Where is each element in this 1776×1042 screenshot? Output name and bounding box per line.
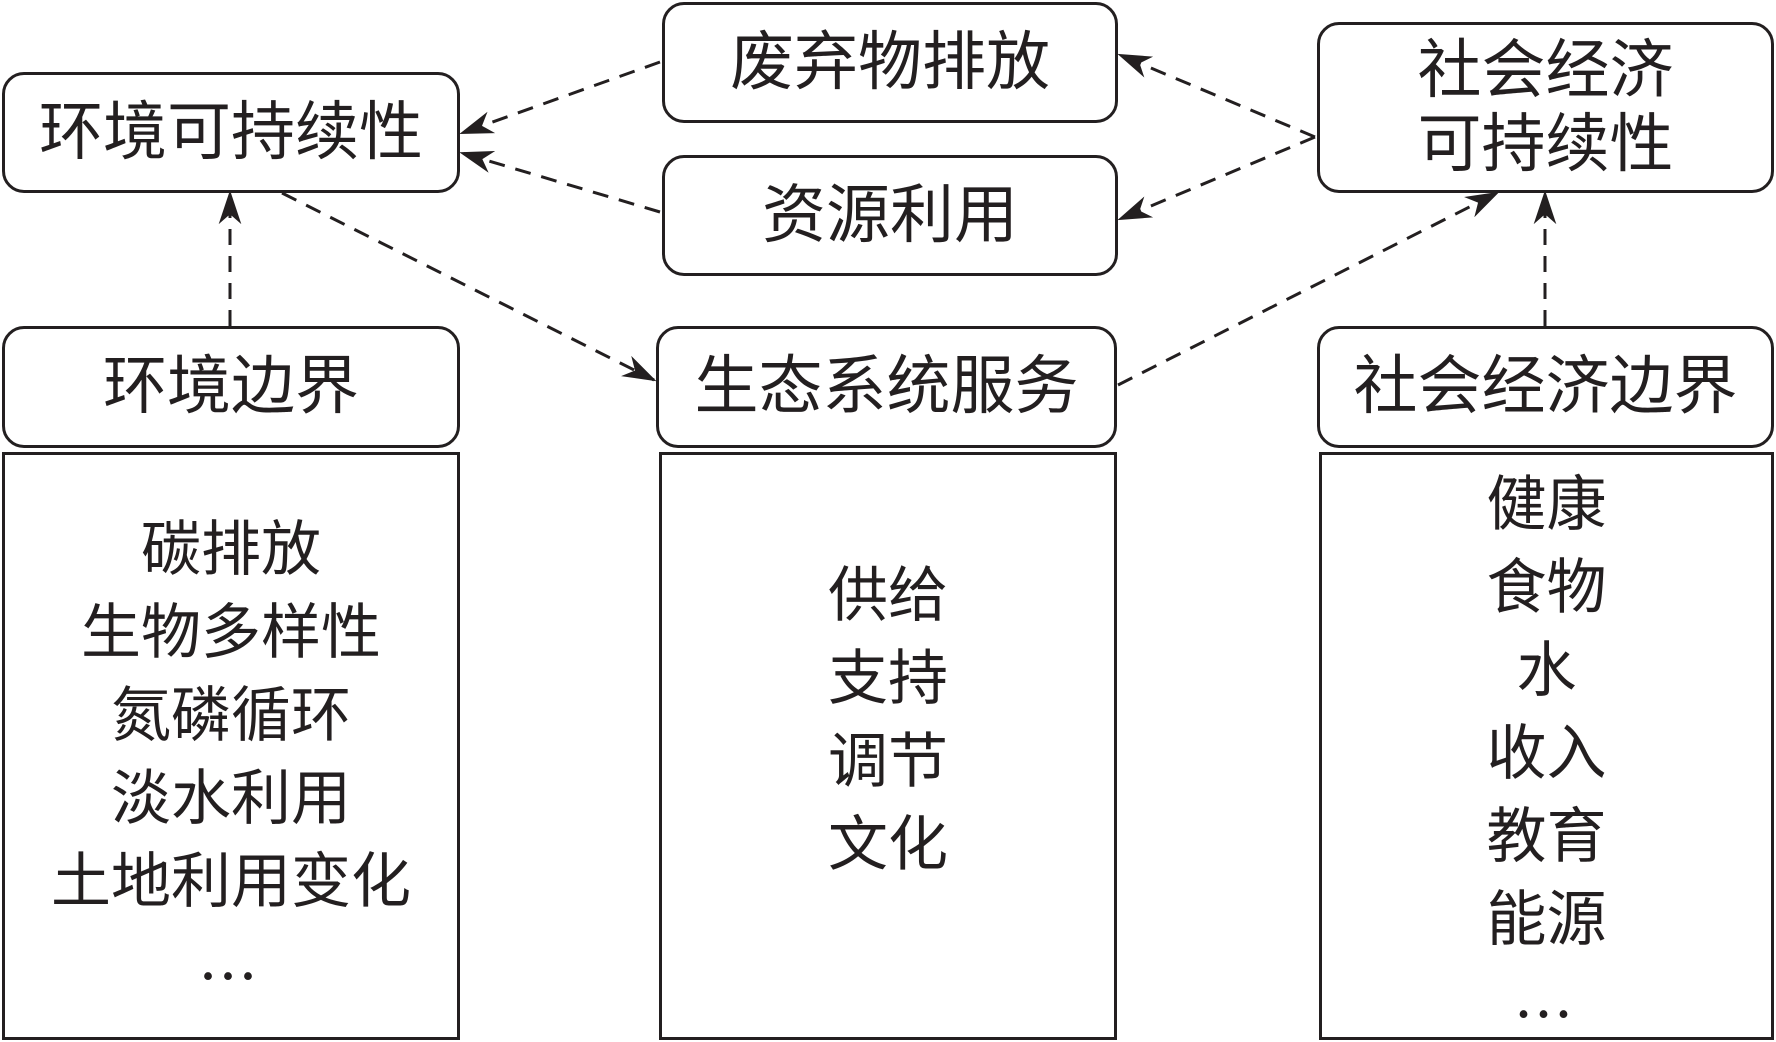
socio-boundary-item: 教育 (1486, 802, 1607, 872)
socio-boundary-ellipsis: … (1513, 962, 1580, 1032)
socio-boundary-item: 能源 (1486, 885, 1607, 955)
arrow-ecosystem-to-socio-sustainability (1117, 191, 1500, 387)
arrow-socio-to-resource (1117, 135, 1316, 221)
waste-emission-label: 废弃物排放 (730, 25, 1050, 100)
ecosystem-item: 供给 (828, 561, 948, 631)
ecosystem-services-label: 生态系统服务 (694, 350, 1079, 424)
socio-boundary-label: 社会经济边界 (1353, 350, 1738, 424)
waste-emission-box: 废弃物排放 (662, 2, 1118, 123)
env-sustainability-label: 环境可持续性 (39, 95, 423, 170)
socio-boundary-list: 健康 食物 水 收入 教育 能源 … (1319, 452, 1774, 1040)
socio-sustainability-box: 社会经济 可持续性 (1317, 22, 1774, 193)
socio-sustainability-label: 社会经济 可持续性 (1417, 33, 1674, 182)
arrow-resource-to-env-sustainability (459, 151, 661, 214)
env-boundary-box: 环境边界 (2, 326, 460, 448)
ecosystem-services-list: 供给 支持 调节 文化 (659, 452, 1117, 1040)
socio-boundary-item: 收入 (1486, 719, 1607, 789)
socio-boundary-item: 健康 (1486, 470, 1607, 540)
socio-boundary-item: 食物 (1486, 553, 1607, 623)
ecosystem-item: 文化 (828, 810, 948, 880)
env-boundary-item: 生物多样性 (81, 597, 381, 668)
env-boundary-item: 土地利用变化 (51, 846, 411, 917)
ecosystem-services-box: 生态系统服务 (656, 326, 1117, 448)
resource-use-box: 资源利用 (662, 155, 1118, 276)
arrow-socio-to-waste (1117, 53, 1316, 139)
env-boundary-item: 氮磷循环 (111, 680, 351, 751)
env-sustainability-box: 环境可持续性 (2, 72, 460, 193)
arrow-env-sustainability-to-ecosystem (281, 191, 657, 382)
arrow-waste-to-env-sustainability (459, 60, 661, 135)
socio-boundary-box: 社会经济边界 (1317, 326, 1774, 448)
ecosystem-item: 支持 (828, 644, 948, 714)
env-boundary-item: 碳排放 (141, 514, 321, 585)
env-boundary-list: 碳排放 生物多样性 氮磷循环 淡水利用 土地利用变化 … (2, 452, 460, 1040)
env-boundary-item: 淡水利用 (111, 763, 351, 834)
socio-boundary-item: 水 (1516, 636, 1577, 706)
env-boundary-ellipsis: … (198, 923, 264, 994)
env-boundary-label: 环境边界 (103, 350, 359, 424)
resource-use-label: 资源利用 (762, 178, 1018, 253)
ecosystem-item: 调节 (828, 727, 948, 797)
